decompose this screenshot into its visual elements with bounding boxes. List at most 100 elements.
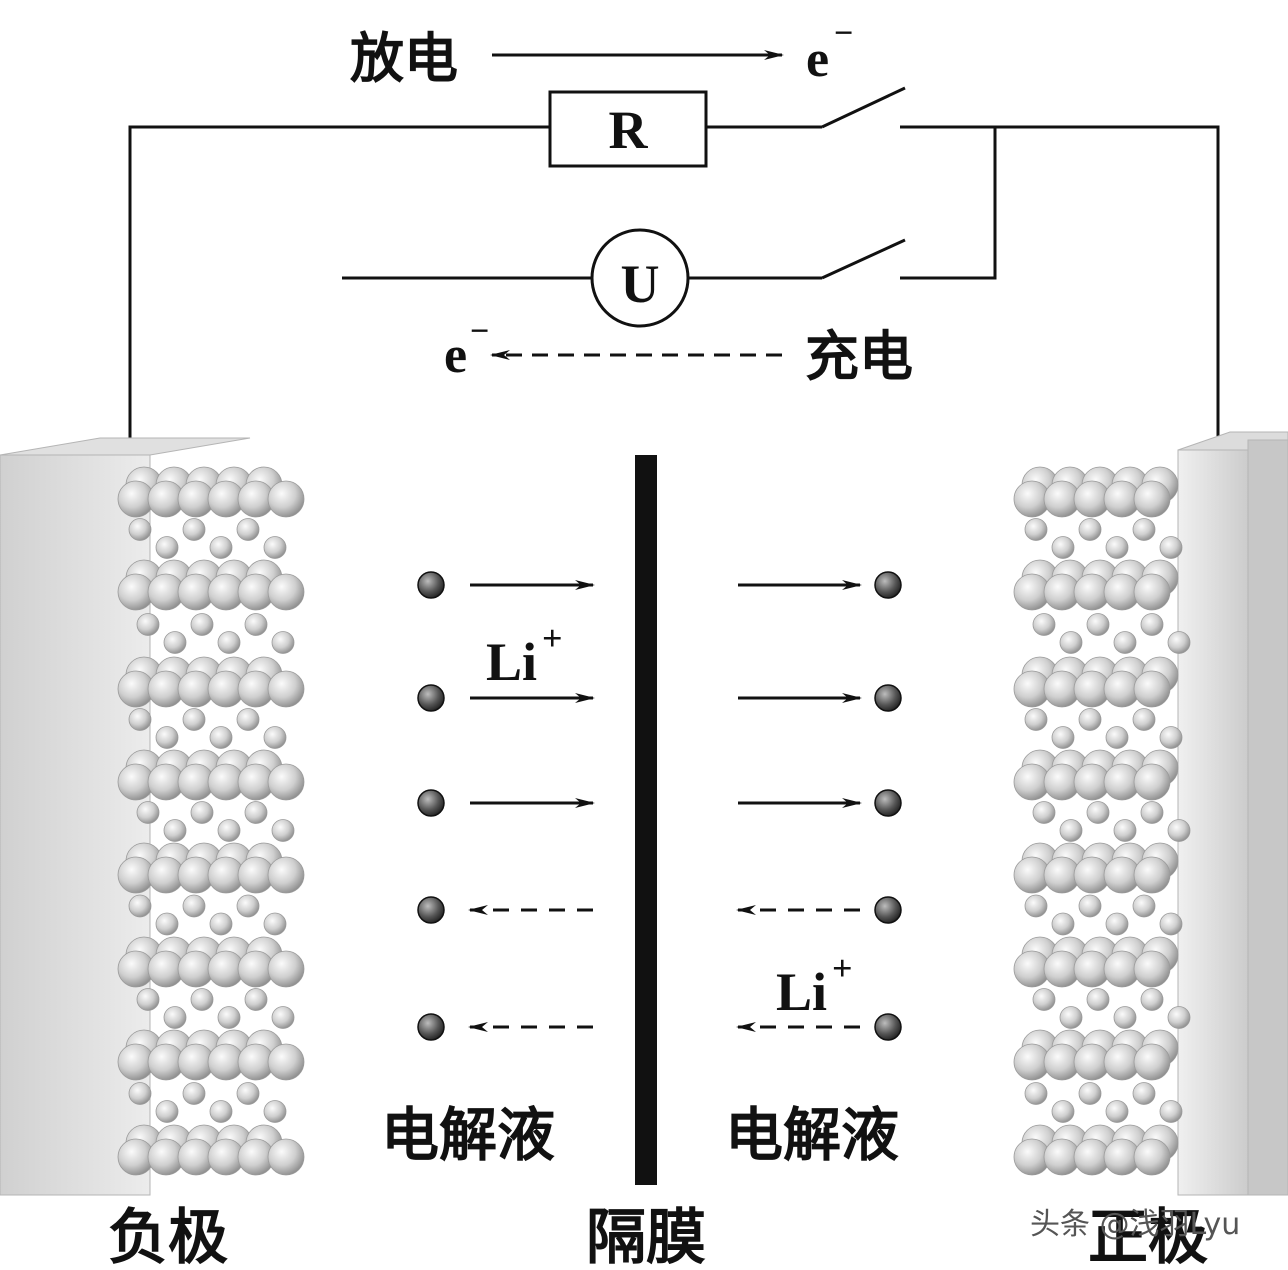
layer-sphere bbox=[1133, 763, 1171, 801]
negative-electrode-lattice bbox=[117, 466, 305, 1176]
intercalated-li-sphere bbox=[1024, 1082, 1048, 1105]
intercalated-li-sphere bbox=[1105, 1100, 1129, 1123]
electrolyte-right-label: 电解液 bbox=[725, 1101, 899, 1169]
intercalated-li-sphere bbox=[1132, 1082, 1156, 1105]
positive-electrode-lattice bbox=[1013, 466, 1191, 1176]
negative-electrode-label: 负极 bbox=[108, 1203, 228, 1270]
intercalated-li-sphere bbox=[1059, 1006, 1083, 1029]
intercalated-li-sphere bbox=[1132, 894, 1156, 918]
intercalated-li-sphere bbox=[236, 708, 260, 731]
watermark: 头条 @浅羽Lyu bbox=[1030, 1207, 1240, 1242]
li-ion-right-charge: + bbox=[832, 948, 853, 988]
li-ion bbox=[417, 684, 445, 712]
electrolyte-left-label: 电解液 bbox=[381, 1101, 555, 1169]
intercalated-li-sphere bbox=[1086, 988, 1110, 1011]
intercalated-li-sphere bbox=[244, 613, 268, 636]
intercalated-li-sphere bbox=[136, 801, 160, 824]
positive-electrode bbox=[1013, 431, 1288, 1196]
intercalated-li-sphere bbox=[1078, 1082, 1102, 1105]
switch-top bbox=[821, 86, 906, 129]
separator-membrane bbox=[635, 455, 657, 1185]
li-ion bbox=[874, 789, 902, 817]
intercalated-li-sphere bbox=[209, 536, 233, 559]
intercalated-li-sphere bbox=[155, 912, 179, 936]
intercalated-li-sphere bbox=[190, 613, 214, 636]
wire-left bbox=[128, 125, 550, 453]
intercalated-li-sphere bbox=[182, 708, 206, 731]
intercalated-li-sphere bbox=[217, 631, 241, 654]
intercalated-li-sphere bbox=[1105, 726, 1129, 749]
intercalated-li-sphere bbox=[1140, 801, 1164, 824]
positive-plate-side bbox=[1247, 439, 1288, 1196]
layer-sphere bbox=[267, 1043, 305, 1081]
intercalated-li-sphere bbox=[1105, 912, 1129, 936]
separator-label: 隔膜 bbox=[586, 1203, 706, 1270]
intercalated-li-sphere bbox=[1132, 518, 1156, 541]
intercalated-li-sphere bbox=[1132, 708, 1156, 731]
intercalated-li-sphere bbox=[163, 631, 187, 654]
li-ion-left-charge: + bbox=[542, 618, 563, 658]
li-ion bbox=[417, 896, 445, 924]
intercalated-li-sphere bbox=[155, 1100, 179, 1123]
intercalated-li-sphere bbox=[244, 801, 268, 824]
intercalated-li-sphere bbox=[1078, 894, 1102, 918]
intercalated-li-sphere bbox=[1113, 631, 1137, 654]
intercalated-li-sphere bbox=[136, 613, 160, 636]
intercalated-li-sphere bbox=[1032, 988, 1056, 1011]
intercalated-li-sphere bbox=[1159, 912, 1183, 936]
electron-bottom-label: e bbox=[444, 327, 467, 384]
layer-sphere bbox=[267, 950, 305, 988]
layer-sphere bbox=[267, 573, 305, 611]
intercalated-li-sphere bbox=[1078, 708, 1102, 731]
li-ion bbox=[874, 896, 902, 924]
layer-sphere bbox=[1133, 856, 1171, 894]
intercalated-li-sphere bbox=[263, 912, 287, 936]
li-ion bbox=[417, 789, 445, 817]
layer-sphere bbox=[267, 1138, 305, 1176]
switch-bottom bbox=[821, 238, 906, 280]
intercalated-li-sphere bbox=[1086, 801, 1110, 824]
layer-sphere bbox=[267, 480, 305, 518]
intercalated-li-sphere bbox=[271, 819, 295, 842]
intercalated-li-sphere bbox=[1059, 631, 1083, 654]
intercalated-li-sphere bbox=[1051, 726, 1075, 749]
intercalated-li-sphere bbox=[236, 518, 260, 541]
layer-sphere bbox=[1133, 1138, 1171, 1176]
intercalated-li-sphere bbox=[263, 1100, 287, 1123]
layer-sphere bbox=[1133, 480, 1171, 518]
intercalated-li-sphere bbox=[217, 1006, 241, 1029]
lithium-ions bbox=[417, 571, 902, 1041]
intercalated-li-sphere bbox=[155, 536, 179, 559]
intercalated-li-sphere bbox=[163, 819, 187, 842]
intercalated-li-sphere bbox=[1024, 518, 1048, 541]
electron-bottom-sign: − bbox=[470, 313, 489, 350]
intercalated-li-sphere bbox=[1113, 1006, 1137, 1029]
intercalated-li-sphere bbox=[182, 894, 206, 918]
intercalated-li-sphere bbox=[244, 988, 268, 1011]
intercalated-li-sphere bbox=[1051, 536, 1075, 559]
intercalated-li-sphere bbox=[1051, 1100, 1075, 1123]
li-ion bbox=[417, 571, 445, 599]
electron-top-label: e bbox=[806, 31, 829, 88]
intercalated-li-sphere bbox=[1159, 1100, 1183, 1123]
wire-right-top bbox=[900, 125, 1220, 445]
layer-sphere bbox=[1133, 1043, 1171, 1081]
layer-sphere bbox=[267, 763, 305, 801]
intercalated-li-sphere bbox=[155, 726, 179, 749]
resistor bbox=[548, 90, 708, 168]
intercalated-li-sphere bbox=[1078, 518, 1102, 541]
layer-sphere bbox=[1133, 950, 1171, 988]
li-ion bbox=[874, 571, 902, 599]
intercalated-li-sphere bbox=[1105, 536, 1129, 559]
wire-branch-connector bbox=[900, 127, 997, 280]
intercalated-li-sphere bbox=[209, 726, 233, 749]
layer-sphere bbox=[1133, 573, 1171, 611]
intercalated-li-sphere bbox=[236, 1082, 260, 1105]
intercalated-li-sphere bbox=[1167, 819, 1191, 842]
intercalated-li-sphere bbox=[1051, 912, 1075, 936]
source-label: U bbox=[621, 254, 660, 314]
intercalated-li-sphere bbox=[236, 894, 260, 918]
intercalated-li-sphere bbox=[217, 819, 241, 842]
intercalated-li-sphere bbox=[182, 518, 206, 541]
